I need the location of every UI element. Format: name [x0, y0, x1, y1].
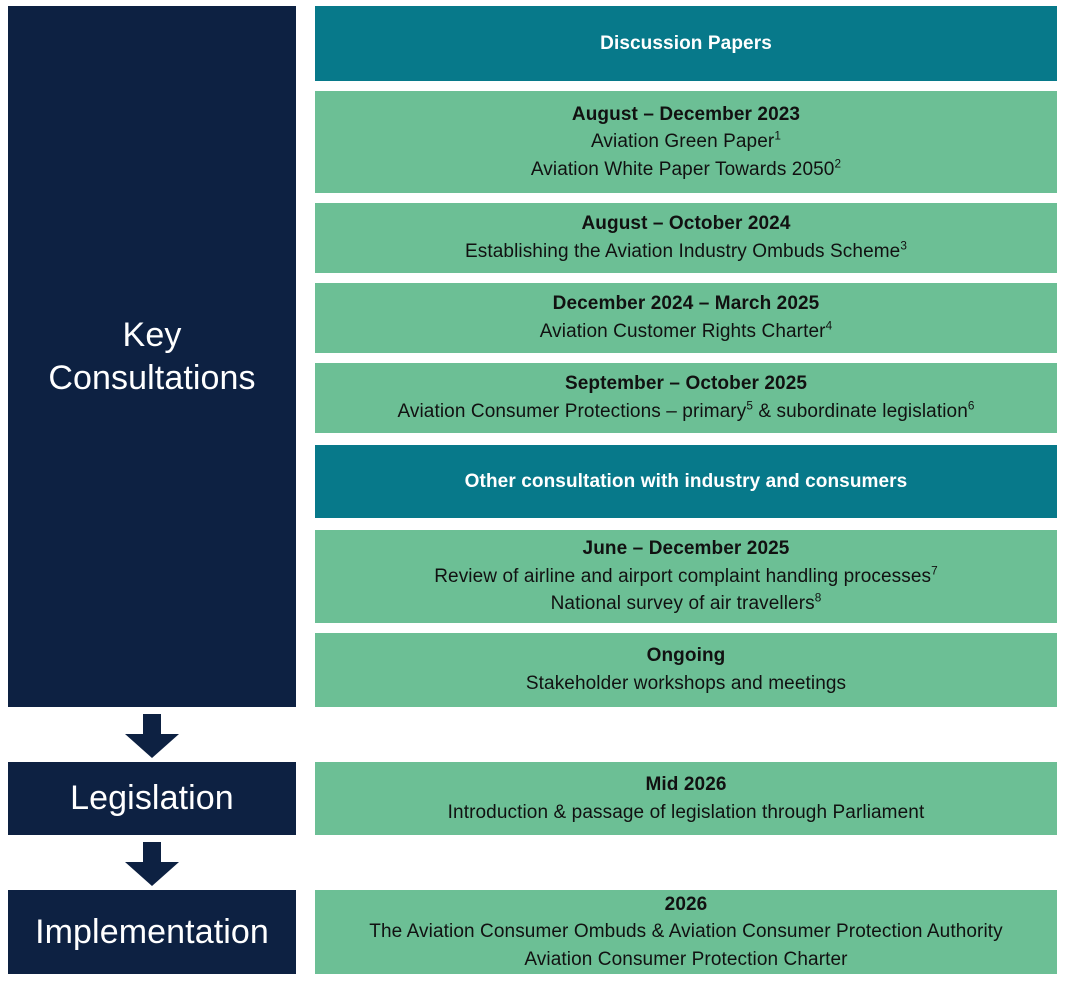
section-header-label: Other consultation with industry and con…	[464, 470, 908, 492]
entry-line: Aviation Consumer Protection Charter	[524, 948, 848, 970]
footnote-marker: 2	[834, 157, 842, 171]
entry-period: December 2024 – March 2025	[552, 293, 820, 315]
footnote-marker: 1	[774, 129, 781, 143]
footnote-marker: 4	[825, 319, 833, 333]
entry-period: Mid 2026	[645, 773, 727, 795]
footnote-marker: 6	[967, 399, 975, 413]
entry-aug-oct-2024: August – October 2024 Establishing the A…	[315, 203, 1057, 273]
arrow-down-glyph	[125, 714, 179, 758]
entry-lines: The Aviation Consumer Ombuds & Aviation …	[369, 918, 1003, 973]
footnote-marker: 7	[931, 564, 938, 578]
stage-key-consultations: Key Consultations	[8, 6, 296, 707]
entry-period: Ongoing	[646, 645, 726, 667]
entry-period: August – October 2024	[581, 213, 791, 235]
arrow-down-icon	[125, 714, 179, 758]
section-header-other-consultation: Other consultation with industry and con…	[315, 445, 1057, 518]
footnote-marker: 8	[814, 591, 822, 605]
entry-line: Aviation Green Paper1	[591, 129, 781, 153]
entry-line: Aviation Consumer Protections – primary5…	[397, 399, 975, 422]
stage-implementation: Implementation	[8, 890, 296, 974]
arrow-down-icon	[125, 842, 179, 886]
entry-lines: Aviation Green Paper1 Aviation White Pap…	[531, 128, 841, 183]
entry-aug-dec-2023: August – December 2023 Aviation Green Pa…	[315, 91, 1057, 193]
entry-line: The Aviation Consumer Ombuds & Aviation …	[369, 921, 1003, 943]
entry-lines: Aviation Consumer Protections – primary5…	[397, 398, 974, 426]
entry-line: Review of airline and airport complaint …	[434, 564, 938, 587]
entry-line: Establishing the Aviation Industry Ombud…	[464, 239, 907, 262]
footnote-marker: 5	[746, 399, 753, 413]
entry-lines: Review of airline and airport complaint …	[434, 563, 938, 618]
entry-lines: Aviation Customer Rights Charter4	[540, 318, 833, 346]
entry-period: June – December 2025	[582, 538, 790, 560]
arrow-down-glyph	[125, 842, 179, 886]
entry-lines: Stakeholder workshops and meetings	[526, 670, 846, 698]
entry-2026: 2026 The Aviation Consumer Ombuds & Avia…	[315, 890, 1057, 974]
entry-period: 2026	[664, 893, 708, 915]
entry-jun-dec-2025: June – December 2025 Review of airline a…	[315, 530, 1057, 623]
section-header-discussion-papers: Discussion Papers	[315, 6, 1057, 81]
entry-period: August – December 2023	[571, 103, 801, 125]
stage-legislation: Legislation	[8, 762, 296, 835]
entry-line: National survey of air travellers8	[550, 591, 822, 615]
stage-implementation-label: Implementation	[35, 912, 269, 951]
entry-line: Aviation Customer Rights Charter4	[539, 319, 833, 342]
entry-line: Aviation White Paper Towards 20502	[530, 157, 842, 180]
stage-key-consultations-label: Key Consultations	[48, 315, 256, 397]
entry-lines: Establishing the Aviation Industry Ombud…	[465, 238, 907, 266]
entry-ongoing: Ongoing Stakeholder workshops and meetin…	[315, 633, 1057, 707]
entry-line: Introduction & passage of legislation th…	[447, 801, 925, 823]
footnote-marker: 3	[900, 239, 907, 253]
section-header-label: Discussion Papers	[600, 32, 772, 54]
entry-period: September – October 2025	[564, 373, 808, 395]
entry-mid-2026: Mid 2026 Introduction & passage of legis…	[315, 762, 1057, 835]
entry-dec-2024-mar-2025: December 2024 – March 2025 Aviation Cust…	[315, 283, 1057, 353]
entry-lines: Introduction & passage of legislation th…	[448, 799, 925, 827]
entry-sep-oct-2025: September – October 2025 Aviation Consum…	[315, 363, 1057, 433]
entry-line: Stakeholder workshops and meetings	[525, 673, 847, 694]
stage-legislation-label: Legislation	[70, 779, 234, 818]
